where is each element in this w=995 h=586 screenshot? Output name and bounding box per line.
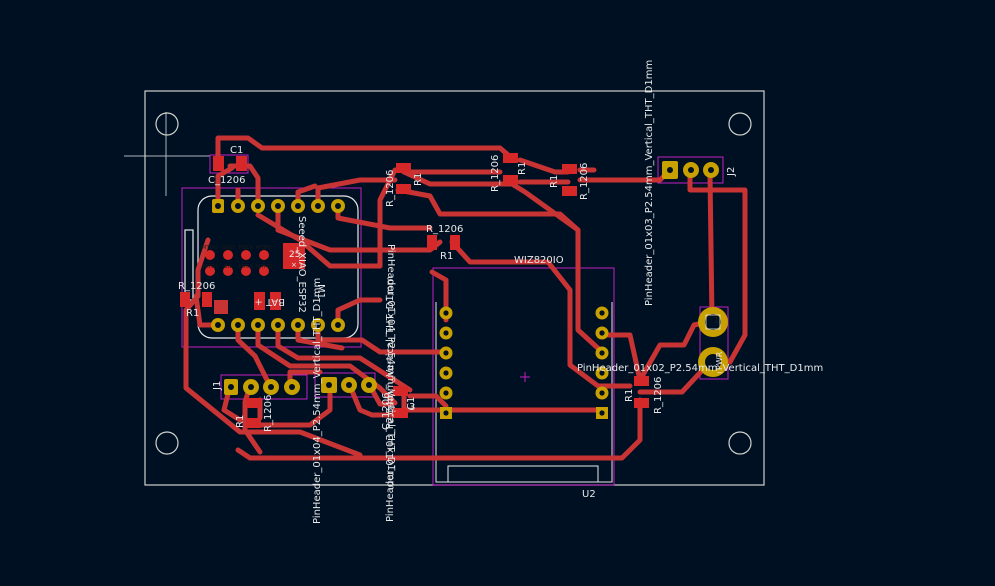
mounting-hole-tl <box>155 112 179 136</box>
mounting-hole-tr <box>728 112 752 136</box>
r-top-value: R_1206 <box>385 170 396 207</box>
j4-label: PWR <box>715 351 724 370</box>
module-chip-mark: × <box>291 261 297 269</box>
j1-ref: J1 <box>212 381 223 391</box>
module-pin-label: MTDI <box>203 264 217 270</box>
r-top-pad-1 <box>396 163 411 173</box>
r-mid-ref: R1 <box>440 251 453 262</box>
r-mid-pad-1 <box>427 235 437 250</box>
r-top2-ref: R1 <box>517 162 528 175</box>
c-b-pad-2 <box>393 408 408 418</box>
c1-ref: C1 <box>230 145 243 156</box>
j-vertical-value: PinHeader_01x04_P2.54mm_Vertical_THT_D1m… <box>385 244 396 490</box>
module-bat-label: BAT + <box>254 296 285 307</box>
u2-value: WIZ820IO <box>514 255 564 266</box>
module-top-pins <box>212 199 345 213</box>
module-pin-label: EN <box>224 264 232 270</box>
r-left-pad-2 <box>202 292 212 307</box>
bat-pad-2 <box>270 292 281 310</box>
r-bl-ref: R1 <box>235 415 246 428</box>
r-mid-value: R_1206 <box>426 224 463 235</box>
j3-ref: 3 <box>409 402 415 413</box>
module-pin-label: MTMS <box>256 264 273 270</box>
mounting-holes <box>155 112 752 455</box>
r-top2-pad-1 <box>503 153 518 163</box>
r-left-pad-1 <box>180 292 190 307</box>
module-chip <box>283 243 305 269</box>
j2-pins <box>662 161 719 179</box>
c-b-pad-1 <box>393 386 408 396</box>
r-bl-pad-2 <box>246 418 261 428</box>
u2-center-marker <box>520 372 530 382</box>
c1-pad-2 <box>236 156 247 171</box>
c1-pad-1 <box>213 156 224 171</box>
r-br-pad-1 <box>634 376 649 386</box>
bat-pad-1 <box>254 292 265 310</box>
c-bottom-ref: C1 <box>406 397 417 410</box>
r-top-pad-2 <box>396 184 411 194</box>
j3-pins <box>321 377 377 393</box>
module-ref: M1 <box>315 284 326 299</box>
mounting-hole-br <box>728 431 752 455</box>
r-mid-pad-2 <box>450 235 460 250</box>
r-right1-pad-1 <box>562 164 577 174</box>
r-top-ref: R1 <box>413 173 424 186</box>
j4-value: PinHeader_01x02_P2.54mm_Vertical_THT_D1m… <box>577 363 823 374</box>
u2-pin1-mark: 1 <box>714 316 719 325</box>
r-br-ref: R1 <box>624 389 635 402</box>
module-pin-label: MTDO <box>202 245 219 251</box>
j2-value: PinHeader_01x03_P2.54mm_Vertical_THT_D1m… <box>644 60 655 306</box>
module-pin-labels: MTDO GND MTCK MTMS MTDI EN MTCK MTMS <box>202 245 273 270</box>
labels: C1 C_1206 WIZ820IO U2 R_1206 R1 R_1206 R… <box>178 60 823 524</box>
r-right1-ref: R1 <box>549 175 560 188</box>
j2-ref: J2 <box>726 167 737 177</box>
u2-left-pins <box>439 306 453 419</box>
r-top2-value: R_1206 <box>490 155 501 192</box>
u2-fab <box>435 302 613 483</box>
u2-right-pins <box>595 306 609 419</box>
r-left-ref: R1 <box>186 308 199 319</box>
c1-value: C_1206 <box>208 175 245 186</box>
j4-pins <box>698 307 728 377</box>
module-value: Seeed_XIAO_ESP32 <box>296 216 307 313</box>
module-pin-label: GND <box>222 245 235 251</box>
r-left-value: R_1206 <box>178 281 215 292</box>
u2-courtyard <box>432 267 615 486</box>
module-bottom-pins <box>211 318 345 332</box>
module-pin-label: MTCK <box>238 245 254 251</box>
smd-pads <box>180 153 649 428</box>
c-bottom-value: C_1206 <box>381 393 392 430</box>
u2-ref: U2 <box>582 489 596 500</box>
module-chip-label: 25 <box>289 250 300 260</box>
module-pin-label: MTCK <box>238 264 254 270</box>
j3-value: PinHeader_01x03_P2.54mm_Vertical_THT_D1m… <box>385 276 396 522</box>
r-bl-pad-1 <box>246 398 261 408</box>
crosshair-cursor <box>124 112 210 196</box>
r-right1-value: R_1206 <box>579 163 590 200</box>
module-pin-label: MTMS <box>256 245 273 251</box>
mounting-hole-bl <box>155 431 179 455</box>
j1-pins <box>224 379 300 395</box>
r-top2-pad-2 <box>503 175 518 185</box>
tht-pads <box>211 161 728 419</box>
r-br-value: R_1206 <box>653 377 664 414</box>
r-right1-pad-2 <box>562 186 577 196</box>
courtyards <box>181 154 729 486</box>
j1-value: PinHeader_01x04_P2.54mm_Vertical_THT_D1m… <box>312 278 323 524</box>
r-bl-value: R_1206 <box>263 395 274 432</box>
r-br-pad-2 <box>634 398 649 408</box>
